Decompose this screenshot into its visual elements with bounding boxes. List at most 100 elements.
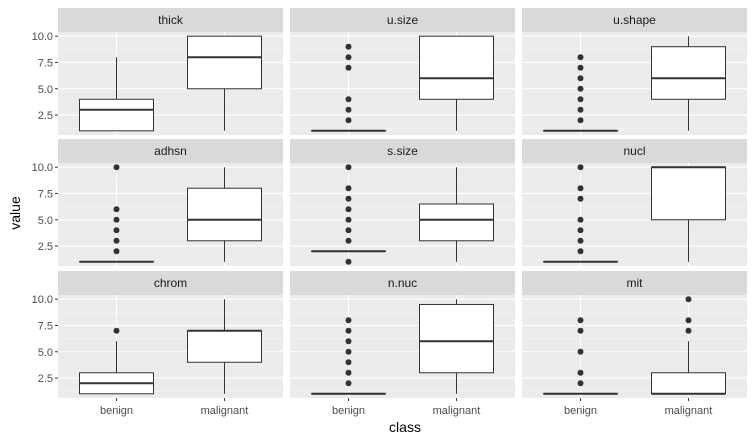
box-malignant	[187, 35, 262, 131]
outlier-point	[345, 369, 352, 376]
box-body	[419, 303, 494, 374]
facet-thick: thick	[58, 8, 283, 135]
outlier-point	[345, 227, 352, 234]
outlier-point	[113, 327, 120, 334]
box-malignant	[419, 167, 494, 262]
y-tick-label: 7.5	[38, 57, 53, 69]
outlier-point	[345, 64, 352, 71]
facet-strip-label: n.nuc	[388, 276, 417, 290]
x-axis-title: class	[389, 419, 421, 435]
facet-strip-label: adhsn	[154, 144, 187, 158]
outlier-point	[577, 248, 584, 255]
x-tick-label: benign	[332, 405, 365, 417]
outlier-point	[577, 348, 584, 355]
outlier-point	[577, 380, 584, 387]
outlier-point	[345, 359, 352, 366]
box-body	[187, 35, 262, 90]
outlier-point	[345, 258, 352, 265]
box-malignant	[187, 167, 262, 262]
facet-mit: mit	[522, 271, 747, 398]
outlier-point	[113, 216, 120, 223]
outlier-point	[577, 227, 584, 234]
facet-panels: thick u.size u.shape adhsn s.size nucl chrom n.…	[58, 8, 747, 398]
outlier-point	[345, 195, 352, 202]
outlier-point	[345, 338, 352, 345]
facet-strip	[522, 271, 747, 295]
outlier-point	[113, 237, 120, 244]
facet-strip-label: u.shape	[613, 13, 656, 27]
outlier-point	[345, 348, 352, 355]
x-tick-label: benign	[564, 405, 597, 417]
outlier-point	[113, 227, 120, 234]
facet-strip	[290, 139, 515, 163]
outlier-point	[685, 317, 692, 324]
box-benign	[311, 317, 386, 395]
outlier-point	[345, 43, 352, 50]
y-tick-label: 2.5	[38, 241, 53, 253]
outlier-point	[113, 206, 120, 213]
y-tick-label: 2.5	[38, 110, 53, 122]
box-malignant	[651, 36, 726, 131]
outlier-point	[345, 54, 352, 61]
facet-strip-label: thick	[158, 13, 184, 27]
outlier-point	[577, 75, 584, 82]
facet-chrom: chrom	[58, 271, 283, 398]
outlier-point	[113, 248, 120, 255]
outlier-point	[577, 117, 584, 124]
outlier-point	[345, 206, 352, 213]
outlier-point	[685, 327, 692, 334]
outlier-point	[345, 185, 352, 192]
box-benign	[79, 164, 154, 263]
facet-strip-label: s.size	[387, 144, 418, 158]
outlier-point	[577, 317, 584, 324]
x-tick-label: malignant	[201, 405, 249, 417]
facet-s.size: s.size	[290, 139, 515, 266]
box-body	[651, 372, 726, 395]
box-body	[187, 330, 262, 363]
outlier-point	[113, 164, 120, 171]
box-malignant	[651, 296, 726, 395]
y-tick-label: 7.5	[38, 188, 53, 200]
y-axis-title: value	[7, 196, 23, 230]
facet-strip	[58, 271, 283, 295]
box-body	[651, 46, 726, 100]
box-benign	[79, 57, 154, 132]
box-benign	[543, 164, 618, 263]
box-benign	[311, 43, 386, 132]
outlier-point	[577, 369, 584, 376]
y-tick-label: 5.0	[38, 84, 53, 96]
y-tick-label: 5.0	[38, 215, 53, 227]
outlier-point	[345, 237, 352, 244]
facet-strip	[522, 8, 747, 32]
box-malignant	[651, 166, 726, 262]
y-tick-label: 10.0	[32, 294, 53, 306]
x-tick-label: malignant	[665, 405, 713, 417]
box-benign	[311, 164, 386, 265]
x-tick-label: benign	[100, 405, 133, 417]
box-benign	[543, 54, 618, 132]
facet-u.size: u.size	[290, 8, 515, 135]
outlier-point	[577, 96, 584, 103]
outlier-point	[577, 106, 584, 113]
y-tick-label: 2.5	[38, 373, 53, 385]
facet-strip-label: u.size	[387, 13, 419, 27]
facet-strip-label: chrom	[154, 276, 187, 290]
box-body	[187, 187, 262, 242]
y-tick-label: 7.5	[38, 320, 53, 332]
outlier-point	[345, 317, 352, 324]
facet-nucl: nucl	[522, 139, 747, 266]
box-malignant	[419, 299, 494, 394]
facet-strip	[58, 8, 283, 32]
y-tick-label: 10.0	[32, 31, 53, 43]
y-axis-labels: 2.5 5.0 7.5 10.0 2.5 5.0 7.5 10.0 2.5 5.0 7.5 10.0	[32, 31, 58, 385]
y-tick-label: 10.0	[32, 162, 53, 174]
box-benign	[543, 317, 618, 395]
outlier-point	[577, 327, 584, 334]
facet-strip	[290, 271, 515, 295]
y-tick-label: 5.0	[38, 347, 53, 359]
outlier-point	[345, 216, 352, 223]
box-body	[79, 98, 154, 132]
outlier-point	[345, 96, 352, 103]
outlier-point	[345, 380, 352, 387]
